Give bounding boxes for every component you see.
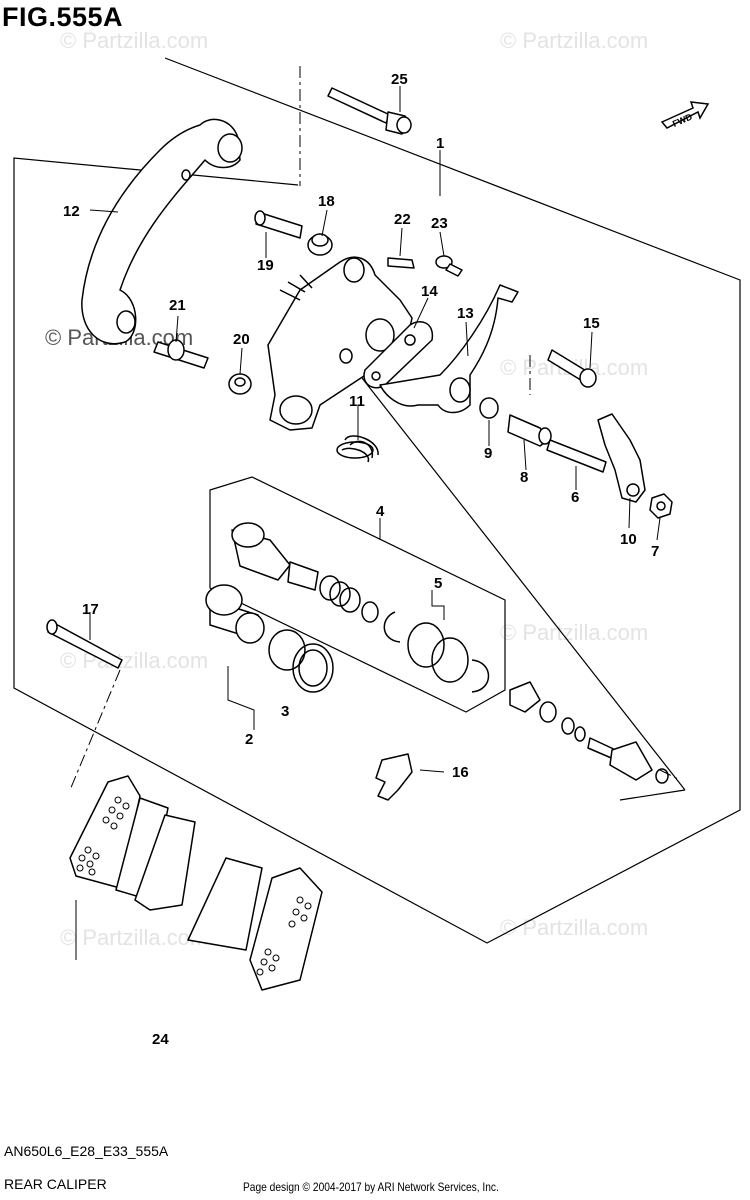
callout-2: 2 — [245, 731, 253, 748]
part-24-brake-pads — [69, 775, 323, 991]
fwd-arrow-icon: FWD — [660, 101, 710, 129]
callout-25: 25 — [391, 71, 408, 88]
sub-outline — [361, 377, 686, 801]
callout-11: 11 — [349, 393, 365, 410]
part-9-o-ring — [479, 397, 499, 419]
watermark: © Partzilla.com — [500, 915, 648, 940]
copyright-notice: Page design © 2004-2017 by ARI Network S… — [243, 1180, 499, 1194]
figure-name: REAR CALIPER — [4, 1176, 107, 1192]
part-5-seals — [383, 611, 490, 693]
callout-7: 7 — [651, 543, 659, 560]
callout-23: 23 — [431, 215, 448, 232]
part-17-pin — [46, 619, 123, 669]
callout-1: 1 — [436, 135, 444, 152]
part-21-bolt — [153, 339, 209, 369]
part-19-pin — [254, 210, 303, 239]
part-12-support-arm — [81, 118, 243, 345]
callout-22: 22 — [394, 211, 411, 228]
assembly-outline — [13, 57, 741, 944]
part-11-spring — [336, 435, 379, 463]
callout-14: 14 — [421, 283, 438, 300]
callout-10: 10 — [620, 531, 637, 548]
callout-21: 21 — [169, 297, 186, 314]
part-4-piston-assembly — [231, 522, 379, 623]
figure-code: AN650L6_E28_E33_555A — [4, 1143, 169, 1159]
callout-20: 20 — [233, 331, 250, 348]
leader-lines — [75, 86, 661, 960]
adjuster-assembly — [509, 681, 669, 784]
watermark-layer: © Partzilla.com © Partzilla.com © Partzi… — [45, 28, 648, 950]
watermark: © Partzilla.com — [60, 28, 208, 53]
part-10-lever — [597, 413, 646, 503]
part-13-bracket — [379, 284, 519, 414]
watermark: © Partzilla.com — [60, 648, 208, 673]
part-18-boot — [307, 233, 333, 256]
callout-3: 3 — [281, 703, 289, 720]
watermark: © Partzilla.com — [60, 925, 208, 950]
fwd-label: FWD — [671, 111, 694, 129]
watermark: © Partzilla.com — [500, 28, 648, 53]
part-23-cap — [435, 255, 463, 277]
part-25-bolt — [327, 87, 412, 135]
callout-labels: 25 1 12 18 22 23 19 21 14 13 15 20 11 9 … — [63, 71, 659, 1048]
callout-17: 17 — [82, 601, 99, 618]
callout-5: 5 — [434, 575, 442, 592]
part-2-piston — [205, 584, 265, 644]
callout-9: 9 — [484, 445, 492, 462]
part-6-shaft — [546, 439, 607, 473]
callout-19: 19 — [257, 257, 274, 274]
callout-13: 13 — [457, 305, 474, 322]
dash-lines — [69, 66, 681, 791]
callout-15: 15 — [583, 315, 600, 332]
callout-24: 24 — [152, 1031, 169, 1048]
watermark: © Partzilla.com — [500, 620, 648, 645]
part-22-bleeder — [387, 257, 415, 269]
part-7-nut — [649, 493, 673, 519]
callout-12: 12 — [63, 203, 80, 220]
callout-8: 8 — [520, 469, 528, 486]
callout-6: 6 — [571, 489, 579, 506]
part-20-nut — [228, 373, 252, 395]
part-15-bolt — [547, 349, 597, 388]
callout-4: 4 — [376, 503, 385, 520]
part-16-clip — [375, 753, 413, 801]
callout-18: 18 — [318, 193, 335, 210]
part-3-seals — [268, 629, 334, 693]
figure-title: FIG.555A — [2, 2, 124, 32]
part-8-adjuster — [507, 414, 552, 447]
callout-16: 16 — [452, 764, 469, 781]
kit-outline — [209, 476, 506, 713]
